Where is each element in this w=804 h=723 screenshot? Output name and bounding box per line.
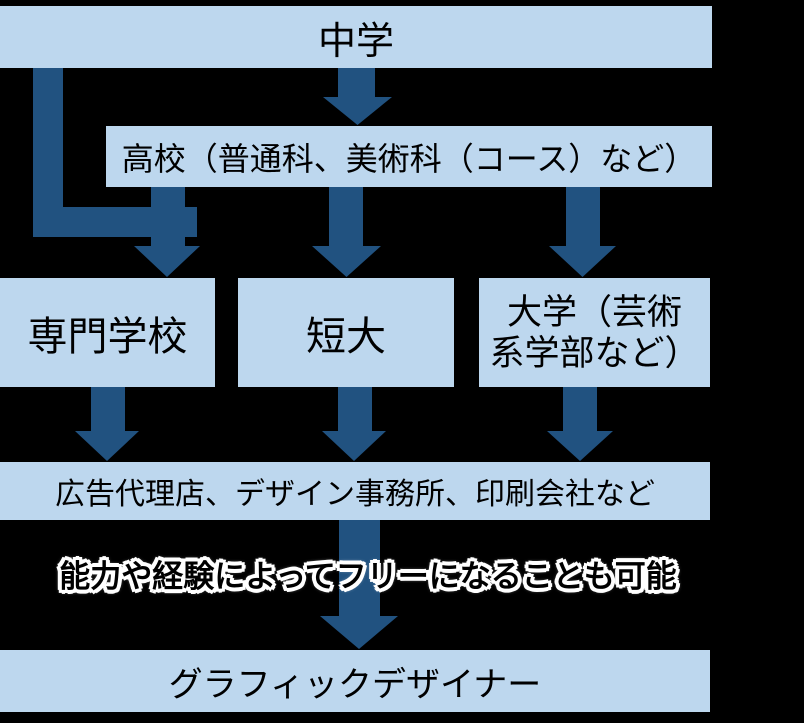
arrow-university-to-workplaces-icon — [547, 387, 613, 461]
arrow-high-school-to-junior-college-icon — [312, 187, 381, 277]
node-junior-college: 短大 — [238, 278, 454, 387]
node-university-line2: 系学部など） — [489, 333, 700, 373]
arrow-vocational-to-workplaces-icon — [75, 387, 139, 461]
node-high-school: 高校（普通科、美術科（コース）など） — [106, 126, 712, 187]
arrow-high-school-to-vocational-icon — [134, 187, 200, 277]
node-university: 大学（芸術 系学部など） — [479, 278, 710, 387]
node-junior-high: 中学 — [0, 6, 712, 68]
node-university-line1: 大学（芸術 — [506, 292, 682, 332]
arrow-junior-college-to-workplaces-icon — [322, 387, 386, 461]
arrow-high-school-to-university-icon — [549, 187, 616, 277]
node-graphic-designer: グラフィックデザイナー — [0, 650, 710, 712]
arrow-junior-high-to-high-school-icon — [323, 68, 392, 125]
node-workplaces: 広告代理店、デザイン事務所、印刷会社など — [0, 462, 710, 520]
node-vocational-school: 専門学校 — [0, 278, 215, 387]
freelance-annotation: 能力や経験によってフリーになることも可能 — [59, 559, 677, 594]
arrow-workplaces-to-designer-icon — [320, 520, 398, 649]
